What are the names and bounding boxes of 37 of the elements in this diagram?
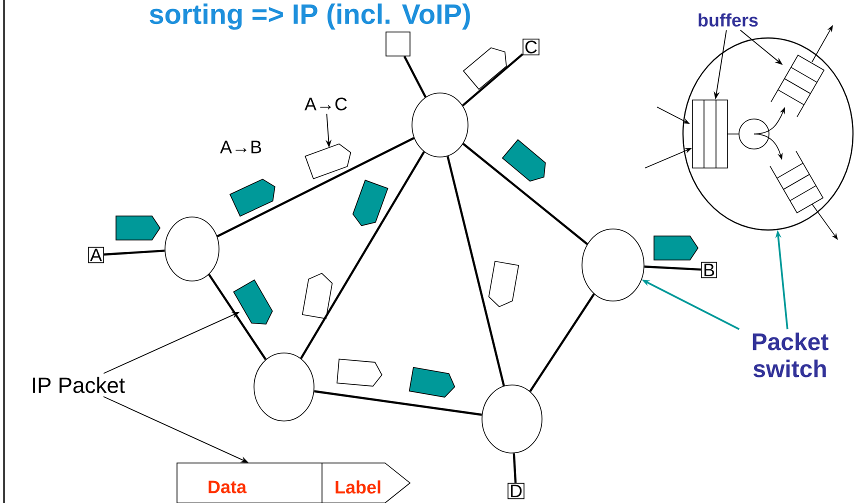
host-box: B — [701, 262, 717, 278]
packet-shape — [336, 358, 382, 387]
connection-line — [216, 137, 414, 238]
title: sorting => IP (incl. VoIP) — [150, 4, 470, 30]
connection-line — [446, 156, 505, 386]
annotation-label: Packet switch — [752, 332, 828, 378]
packet-shape — [116, 216, 160, 240]
packet-shape — [304, 143, 352, 180]
annotation-label: A→B — [220, 140, 262, 154]
router-circle — [482, 384, 542, 454]
router-circle — [412, 92, 468, 158]
host-box: D — [508, 482, 524, 500]
connection-line — [512, 453, 517, 483]
connection-line — [104, 250, 165, 256]
connection-line — [300, 151, 425, 360]
router-circle — [582, 228, 644, 302]
host-box — [386, 32, 410, 56]
buffer — [692, 100, 728, 168]
annotation-label: IP Packet — [32, 376, 125, 394]
connection-line — [208, 274, 267, 360]
connection-line — [644, 266, 702, 271]
packet-header-box: Data Label — [176, 462, 411, 503]
connection-line — [462, 142, 588, 246]
annotation-label: A→C — [304, 98, 347, 110]
connection-line — [403, 56, 427, 98]
host-box: A — [88, 246, 104, 264]
buffer — [770, 54, 825, 118]
connection-line — [529, 293, 595, 392]
connection-line — [314, 390, 482, 416]
router-circle — [254, 352, 314, 422]
switch-circle — [682, 37, 854, 231]
connection-line — [462, 53, 524, 106]
host-box: C — [522, 38, 540, 56]
router-circle — [164, 216, 220, 282]
annotation-label: buffers — [698, 13, 758, 27]
packet-shape — [352, 180, 388, 226]
packet-shape — [654, 236, 698, 260]
